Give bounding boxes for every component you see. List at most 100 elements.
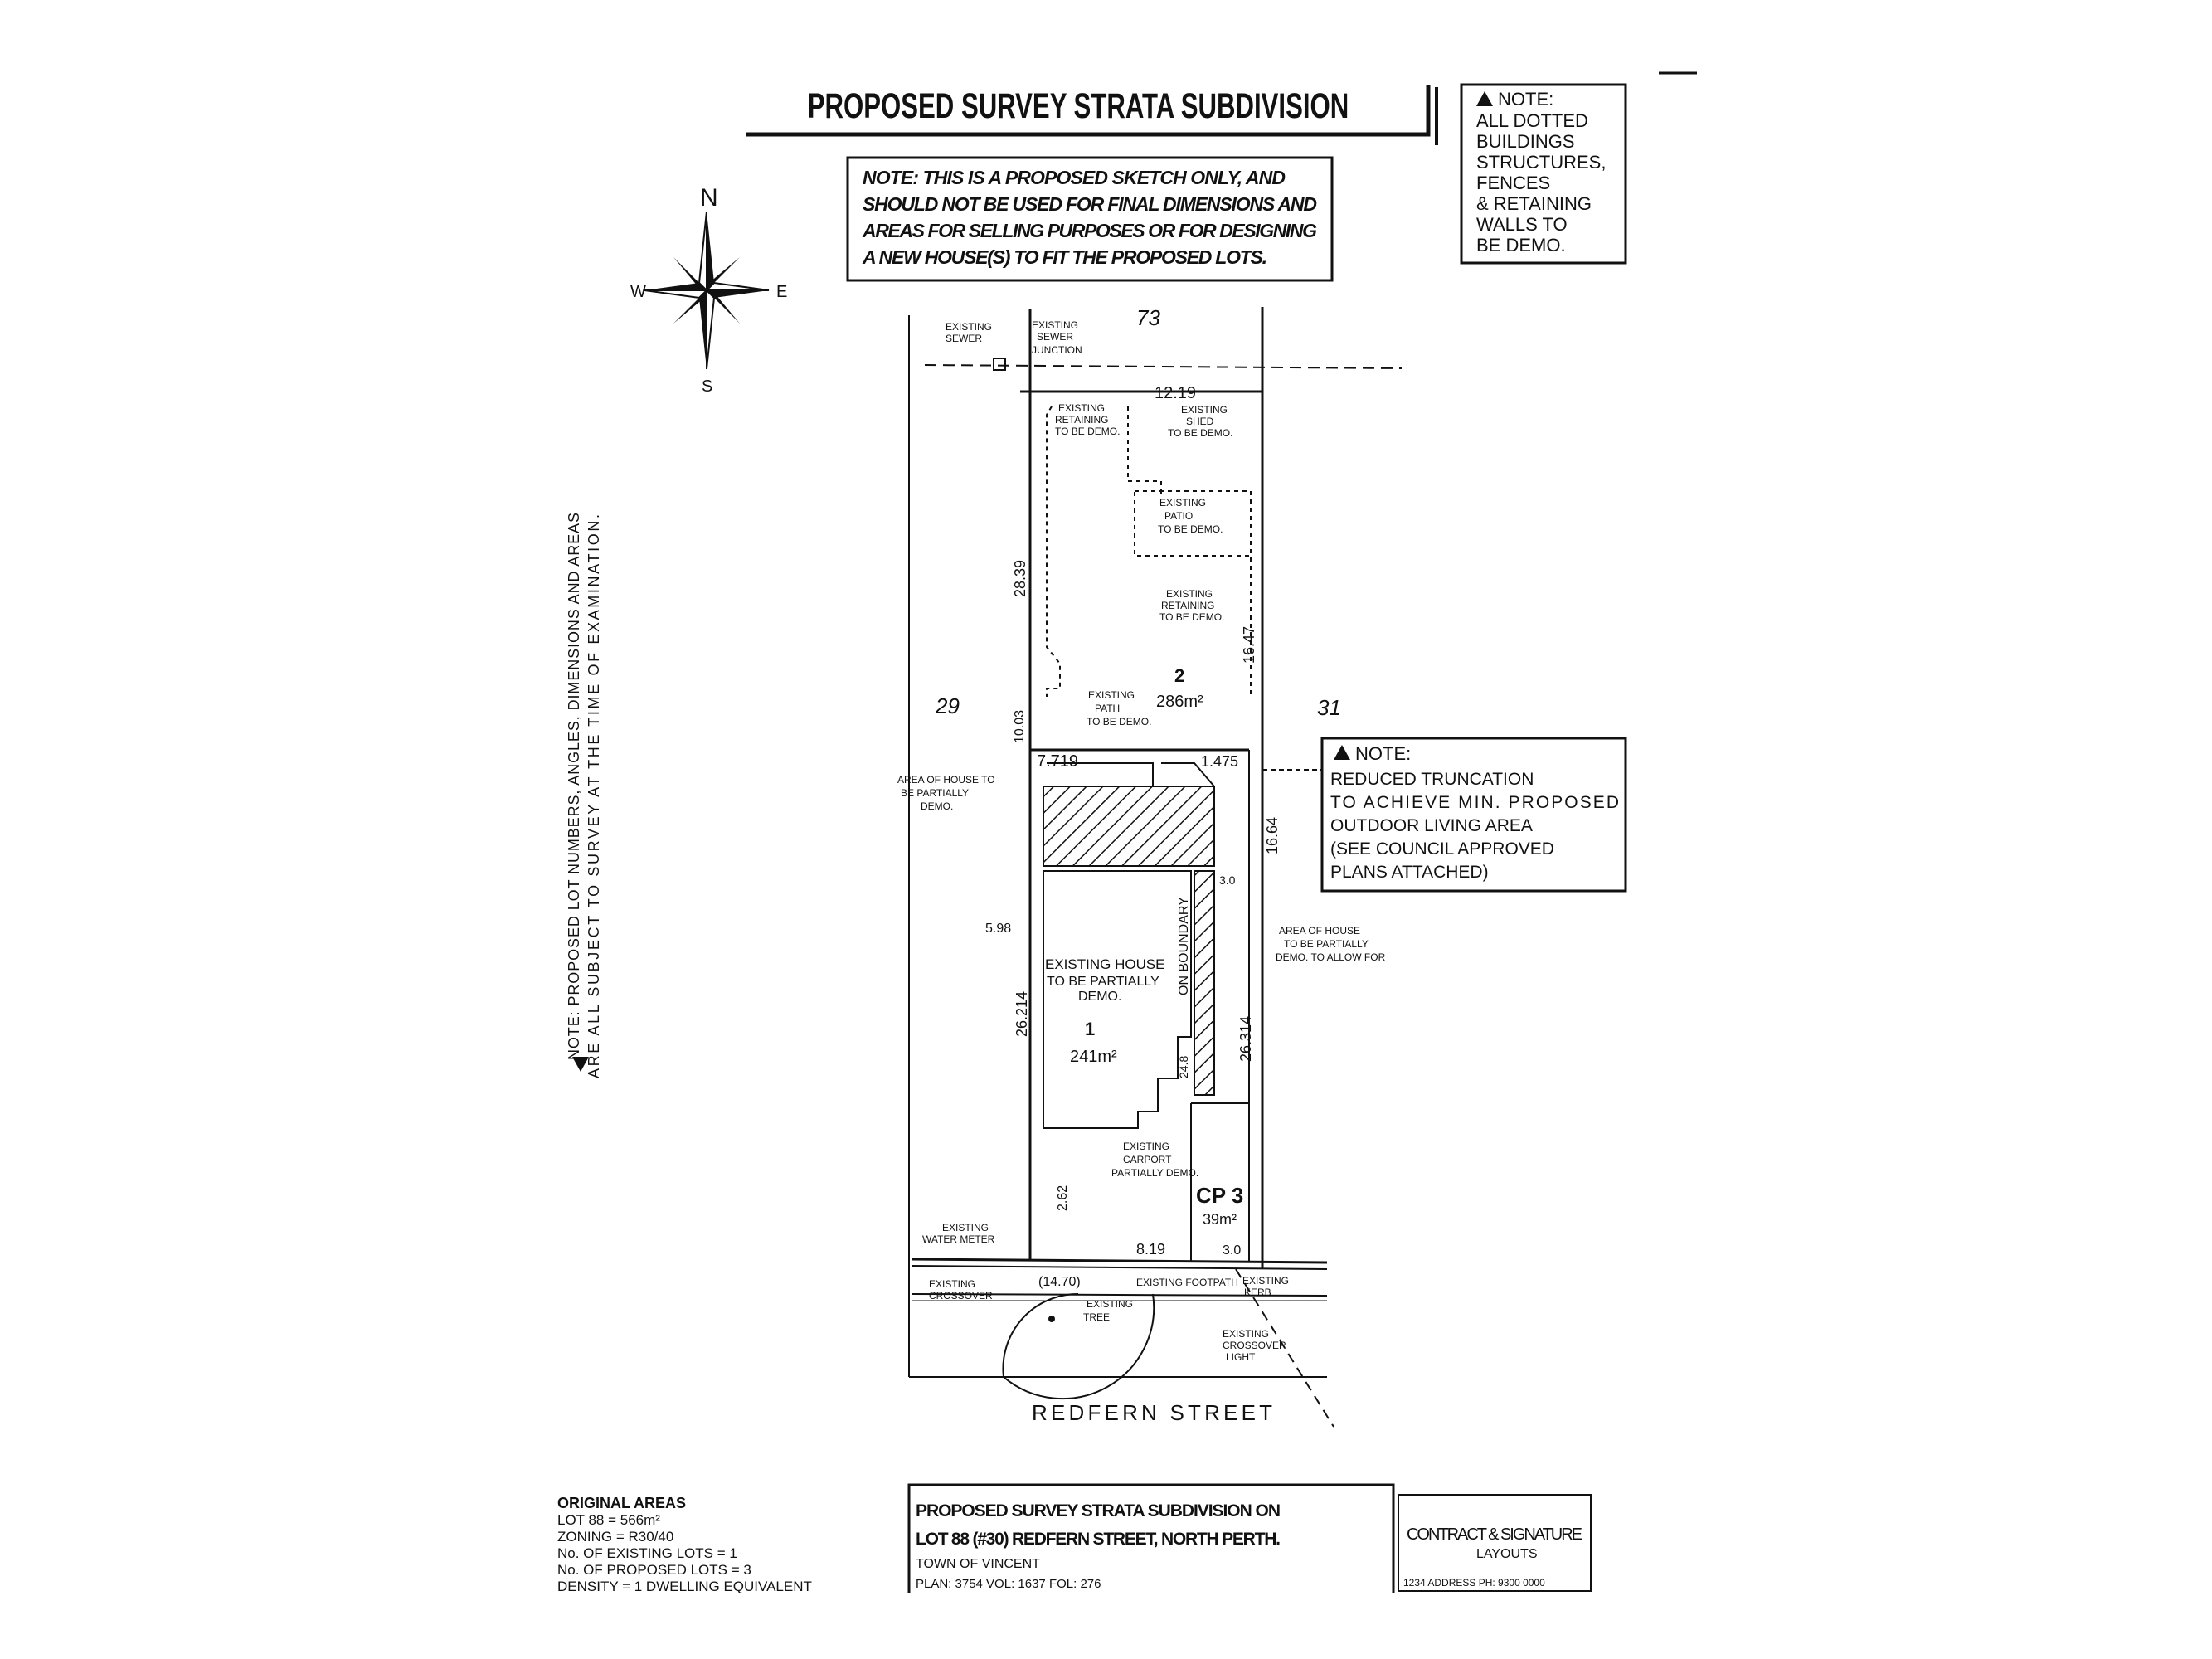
street-name: REDFERN STREET xyxy=(1032,1400,1272,1425)
warning-icon xyxy=(1334,745,1350,760)
label-area-of-house: TO BE PARTIALLY xyxy=(1284,938,1369,950)
label-path: PATH xyxy=(1095,703,1120,714)
disclaimer-line: NOTE: THIS IS A PROPOSED SKETCH ONLY, AN… xyxy=(863,167,1286,188)
label-path: TO BE DEMO. xyxy=(1087,716,1151,727)
neighbour-lot-west: 29 xyxy=(935,693,960,718)
compass-s: S xyxy=(702,377,712,396)
demo-note-line: STRUCTURES, xyxy=(1476,152,1606,173)
plan-labels: EXISTING SEWER EXISTING SEWER JUNCTION E… xyxy=(897,319,1386,1363)
original-areas-line: ZONING = R30/40 xyxy=(557,1529,673,1545)
dim-house-width: 3.0 xyxy=(1219,873,1236,887)
neighbour-lot-east: 31 xyxy=(1317,695,1341,720)
label-carport: CARPORT xyxy=(1123,1154,1172,1165)
demo-note-box: NOTE: ALL DOTTED BUILDINGS STRUCTURES, F… xyxy=(1435,83,1627,265)
label-house-to-be: AREA OF HOUSE TO xyxy=(897,774,995,786)
demo-note-line: NOTE: xyxy=(1498,89,1553,109)
existing-house-label: EXISTING HOUSE TO BE PARTIALLY DEMO. xyxy=(1045,956,1165,1004)
title-block-line: PLAN: 3754 VOL: 1637 FOL: 276 xyxy=(916,1577,1101,1591)
lot-1-number: 1 xyxy=(1085,1019,1095,1039)
dim-east-mid: 16.64 xyxy=(1264,817,1281,854)
label-footpath: EXISTING FOOTPATH xyxy=(1136,1277,1238,1288)
demo-note-line: ALL DOTTED xyxy=(1476,110,1588,131)
cp-3-number: CP 3 xyxy=(1196,1183,1243,1208)
label-house-to-be: DEMO. xyxy=(921,800,953,812)
label-carport: PARTIALLY DEMO. xyxy=(1111,1167,1198,1179)
lot-2-number: 2 xyxy=(1174,665,1184,686)
label-shed: EXISTING xyxy=(1181,404,1228,416)
label-sewer-top: JUNCTION xyxy=(1032,344,1082,356)
truncation-note-line: OUTDOOR LIVING AREA xyxy=(1330,816,1533,835)
lot-boundaries xyxy=(908,307,1403,1378)
label-crossover-right: EXISTING xyxy=(1223,1328,1269,1340)
label-carport: EXISTING xyxy=(1123,1141,1169,1152)
truncation-note-line: TO ACHIEVE MIN. PROPOSED xyxy=(1330,793,1619,812)
label-retaining: TO BE DEMO. xyxy=(1055,426,1120,437)
label-house-to-be: BE PARTIALLY xyxy=(901,787,969,799)
company-name: LAYOUTS xyxy=(1476,1547,1538,1561)
disclaimer-box: NOTE: THIS IS A PROPOSED SKETCH ONLY, AN… xyxy=(846,156,1334,282)
compass-n: N xyxy=(700,184,718,212)
north-arrow-icon: N S E W xyxy=(630,184,787,396)
dim-lot1-west: 26.214 xyxy=(1014,991,1030,1037)
label-retaining: RETAINING xyxy=(1055,414,1108,426)
original-areas-line: No. OF PROPOSED LOTS = 3 xyxy=(557,1562,751,1578)
label-patio: EXISTING xyxy=(1159,497,1206,508)
label-tree: TREE xyxy=(1083,1311,1110,1323)
warning-icon xyxy=(1476,91,1493,106)
label-tree: EXISTING xyxy=(1087,1298,1133,1310)
side-note-line: ARE ALL SUBJECT TO SURVEY AT THE TIME OF… xyxy=(586,514,602,1078)
lot-1-area: 241m² xyxy=(1070,1048,1117,1066)
dim-lot2-west-small: 10.03 xyxy=(1013,710,1027,743)
compass-e: E xyxy=(776,283,787,301)
label-patio: PATIO xyxy=(1164,510,1193,522)
company-contact: 1234 ADDRESS PH: 9300 0000 xyxy=(1403,1577,1545,1588)
dim-top: 12.19 xyxy=(1155,384,1196,402)
label-retaining-2: RETAINING xyxy=(1161,600,1214,611)
existing-tree-icon xyxy=(1002,1268,1334,1428)
dim-west-upper: 28.39 xyxy=(1012,560,1028,597)
truncation-note-line: (SEE COUNCIL APPROVED xyxy=(1330,839,1554,859)
label-crossover-left: CROSSOVER xyxy=(929,1290,993,1301)
demo-note-line: WALLS TO xyxy=(1476,214,1568,235)
demo-note-line: BE DEMO. xyxy=(1476,235,1566,255)
label-water-meter: WATER METER xyxy=(922,1233,995,1245)
label-crossover-right: CROSSOVER xyxy=(1223,1340,1286,1351)
label-sewer-top: SEWER xyxy=(1037,331,1073,343)
demo-note-line: & RETAINING xyxy=(1476,193,1592,214)
label-retaining: EXISTING xyxy=(1058,402,1105,414)
dim-lot1-east: 26.314 xyxy=(1237,1016,1254,1062)
label-existing-house: EXISTING HOUSE xyxy=(1045,956,1165,972)
title-block-line: PROPOSED SURVEY STRATA SUBDIVISION ON xyxy=(916,1501,1281,1520)
dim-bottom: 8.19 xyxy=(1136,1241,1165,1258)
dim-bottom-east: 3.0 xyxy=(1223,1243,1241,1258)
label-retaining-2: TO BE DEMO. xyxy=(1159,611,1224,623)
original-areas-line: LOT 88 = 566m² xyxy=(557,1512,660,1528)
company-name: CONTRACT & SIGNATURE xyxy=(1407,1525,1582,1544)
warning-icon xyxy=(572,1057,589,1072)
truncation-note-line: PLANS ATTACHED) xyxy=(1330,863,1489,882)
title-block-top: PROPOSED SURVEY STRATA SUBDIVISION xyxy=(746,85,1431,137)
label-kerb: EXISTING xyxy=(1242,1275,1289,1287)
truncation-note-box: NOTE: REDUCED TRUNCATION TO ACHIEVE MIN.… xyxy=(1262,737,1627,893)
dim-garage-left: 5.98 xyxy=(985,922,1011,936)
demo-note-line: BUILDINGS xyxy=(1476,131,1575,152)
truncation-note-line: REDUCED TRUNCATION xyxy=(1330,770,1534,789)
label-crossover-right: LIGHT xyxy=(1226,1351,1256,1363)
dim-east-upper: 16.47 xyxy=(1241,626,1257,664)
neighbour-lot-north: 73 xyxy=(1136,305,1160,330)
label-sewer-left: SEWER xyxy=(946,333,982,344)
label-crossover-left: EXISTING xyxy=(929,1278,975,1290)
label-area-of-house: DEMO. TO ALLOW FOR xyxy=(1276,951,1386,963)
hatched-demo-area xyxy=(1043,786,1215,1096)
label-kerb: KERB xyxy=(1244,1287,1271,1298)
dim-lot2-south-east: 1.475 xyxy=(1201,753,1238,770)
side-note: NOTE: PROPOSED LOT NUMBERS, ANGLES, DIME… xyxy=(566,513,602,1078)
dim-boundary: ON BOUNDARY xyxy=(1177,897,1191,995)
label-sewer-top: EXISTING xyxy=(1032,319,1078,331)
label-retaining-2: EXISTING xyxy=(1166,588,1213,600)
disclaimer-line: A NEW HOUSE(S) TO FIT THE PROPOSED LOTS. xyxy=(862,246,1267,268)
original-areas-line: DENSITY = 1 DWELLING EQUIVALENT xyxy=(557,1579,812,1594)
title-block-line: LOT 88 (#30) REDFERN STREET, NORTH PERTH… xyxy=(916,1530,1281,1549)
side-note-line: NOTE: PROPOSED LOT NUMBERS, ANGLES, DIME… xyxy=(566,513,582,1060)
